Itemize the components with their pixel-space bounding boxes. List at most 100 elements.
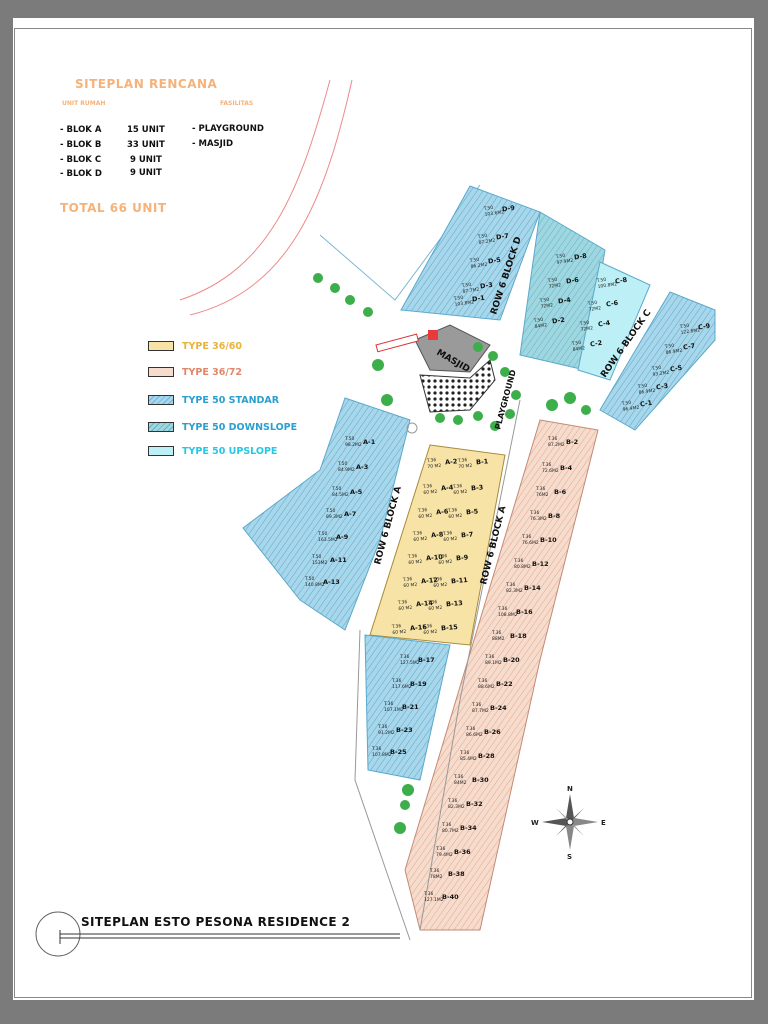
lot-type: T.50 — [636, 383, 647, 390]
lot-area: 100.8M2 — [597, 281, 617, 290]
lot-id: B-8 — [548, 512, 561, 520]
legend-swatch — [148, 395, 174, 405]
legend-label: TYPE 36/72 — [182, 366, 243, 378]
lot-type: T.50 — [331, 486, 342, 492]
lot-area: 86.9M2 — [665, 348, 683, 356]
lot-id: D-9 — [502, 204, 516, 214]
legend-type-50-upslope: TYPE 50 UPSLOPE — [148, 445, 277, 457]
compass-icon: N S E W — [531, 785, 606, 861]
lot-id: A-10 — [426, 553, 444, 562]
lot-type: T.36 — [407, 553, 418, 560]
lot-area: 70 M2 — [458, 463, 473, 470]
lot-area: 86.9M2 — [638, 388, 656, 396]
lot-id: A-2 — [445, 457, 458, 466]
lot-id: B-15 — [441, 623, 459, 632]
lot-type: T.36 — [513, 558, 524, 564]
unit-label-b: - BLOK B — [60, 140, 102, 150]
legend-swatch — [148, 341, 174, 351]
lot-id: B-2 — [566, 438, 578, 446]
lot-area: 98.2M2 — [345, 442, 362, 448]
lot-area: 107.8M2 — [372, 752, 392, 758]
legend-swatch — [148, 367, 174, 377]
lot-id: C-8 — [615, 276, 629, 286]
lot-area: 76.6M2 — [522, 540, 539, 546]
lot-type: T.50 — [468, 257, 479, 264]
lot-area: 60 M2 — [423, 629, 438, 636]
block-ab-yellow — [369, 444, 506, 646]
lot-id: A-7 — [344, 510, 356, 518]
lot-id: B-20 — [503, 656, 520, 664]
lot-area: 85.4M2 — [460, 756, 477, 762]
lot-type: T.50 — [337, 461, 348, 467]
lot-id: B-12 — [532, 560, 549, 568]
lot-id: C-1 — [640, 399, 654, 409]
lot-id: B-7 — [461, 530, 474, 539]
lot-area: 72M2 — [580, 325, 593, 333]
lot-area: 86.2M2 — [470, 262, 488, 270]
lot-area: 91.2M2 — [378, 730, 395, 736]
lot-type: T.50 — [650, 365, 661, 372]
lot-area: 60 M2 — [448, 513, 463, 520]
lot-id: C-2 — [590, 339, 603, 349]
lot-area: 60 M2 — [403, 582, 418, 589]
lot-id: C-9 — [698, 322, 712, 332]
lot-id: B-30 — [472, 776, 489, 784]
lot-type: T.36 — [541, 462, 552, 468]
lot-id: D-5 — [488, 256, 502, 266]
lot-type: T.36 — [422, 623, 433, 630]
lot-area: 86.6M2 — [466, 732, 483, 738]
drawing-frame — [14, 28, 752, 998]
lot-area: 96.4M2 — [622, 405, 640, 413]
lot-id: B-26 — [484, 728, 501, 736]
lot-type: T.36 — [465, 726, 476, 732]
lot-id: C-7 — [683, 342, 696, 352]
siteplan-title: SITEPLAN RENCANA — [75, 77, 218, 91]
lot-id: B-10 — [540, 536, 557, 544]
unit-count-d: 9 UNIT — [130, 168, 162, 178]
lot-area: 72M2 — [548, 282, 561, 290]
lot-id: D-6 — [566, 276, 580, 286]
total-units: TOTAL 66 UNIT — [60, 201, 167, 215]
facility-masjid: - MASJID — [192, 139, 234, 149]
lot-area: 88.6M2 — [478, 684, 495, 690]
road-edge — [419, 399, 521, 931]
lot-id: B-16 — [516, 608, 533, 616]
lot-type: T.36 — [412, 530, 423, 537]
lot-type: T.36 — [399, 654, 410, 660]
lot-area: 82.3M2 — [506, 588, 523, 594]
lot-area: 84.9M2 — [338, 467, 355, 473]
lot-id: B-40 — [442, 893, 459, 901]
lot-type: T.36 — [427, 599, 438, 606]
block-a-west — [242, 397, 411, 631]
lot-type: T.50 — [546, 277, 557, 284]
lot-type: T.36 — [429, 868, 440, 874]
lot-area: 60 M2 — [438, 559, 453, 566]
block-c-east — [599, 291, 716, 431]
lot-id: D-4 — [558, 296, 572, 306]
lot-area: 89.1M2 — [485, 660, 502, 666]
